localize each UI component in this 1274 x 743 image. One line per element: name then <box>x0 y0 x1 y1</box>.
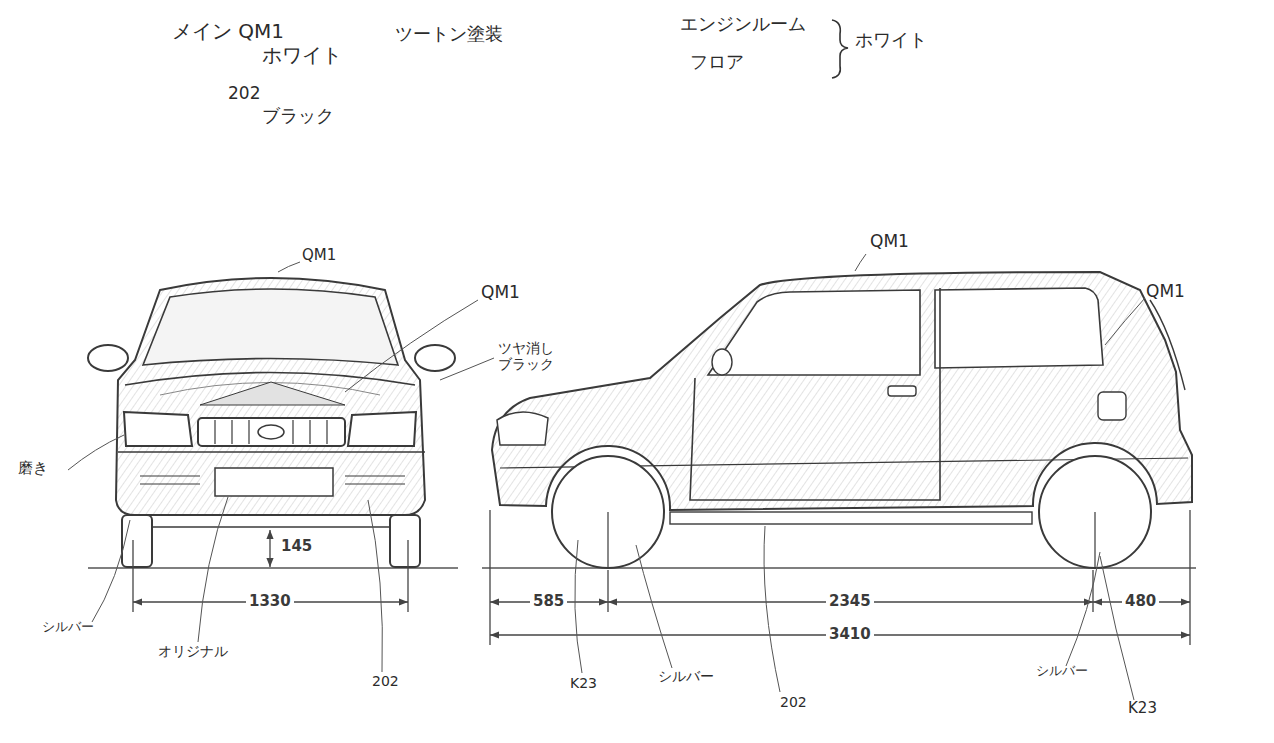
drawing-line <box>1094 512 1095 568</box>
handwritten-note: シルバー <box>42 620 94 635</box>
handwritten-note: 磨き <box>18 460 48 477</box>
drawing-path <box>935 288 1103 368</box>
drawing-path <box>200 382 345 405</box>
drawing-line <box>231 420 232 444</box>
drawing-rect <box>122 515 152 567</box>
drawing-path <box>143 289 398 365</box>
drawing-line <box>309 420 310 444</box>
drawing-path <box>575 540 582 673</box>
drawing-path <box>855 254 866 271</box>
side-view <box>492 272 1192 568</box>
drawing-line <box>607 570 608 612</box>
handwritten-note: QM1 <box>1146 282 1185 302</box>
drawing-path <box>118 451 425 453</box>
handwritten-note: エンジンルーム <box>680 14 806 35</box>
drawing-path <box>1066 552 1100 666</box>
handwritten-note: 202 <box>228 84 260 104</box>
handwritten-note: QM1 <box>481 283 520 303</box>
handwritten-note: K23 <box>570 675 597 691</box>
drawing-line <box>607 512 608 568</box>
drawing-path <box>278 262 300 272</box>
handwritten-note: ホワイト <box>855 30 927 51</box>
dimension-value: 2345 <box>826 593 874 610</box>
dimension-value: 1330 <box>246 593 294 610</box>
front-view <box>88 278 455 567</box>
drawing-path <box>764 526 780 692</box>
drawing-ellipse <box>415 345 455 371</box>
drawing-path <box>198 497 228 642</box>
handwritten-note: 202 <box>372 673 399 689</box>
handwritten-note: オリジナル <box>158 643 228 659</box>
drawing-line <box>292 420 293 444</box>
handwritten-note: メイン QM1 <box>172 20 284 43</box>
drawing-path <box>124 412 192 446</box>
handwritten-note: シルバー <box>1036 664 1088 679</box>
drawing-line <box>269 530 270 567</box>
drawing-ellipse <box>88 345 128 371</box>
drawing-rect <box>888 386 916 396</box>
handwritten-note: ツートン塗装 <box>395 24 503 45</box>
drawing-g <box>140 476 405 484</box>
handwritten-note: ホワイト <box>262 44 342 67</box>
drawing-line <box>326 420 327 444</box>
drawing-path <box>92 520 130 622</box>
drawing-rect <box>215 468 333 496</box>
handwritten-note: QM1 <box>870 232 909 252</box>
drawing-path <box>1150 300 1185 390</box>
drawing-line <box>140 483 200 484</box>
handwritten-note: フロア <box>690 52 744 73</box>
drawing-circle <box>552 456 664 568</box>
drawing-rect <box>198 418 345 446</box>
drawing-line <box>489 510 490 645</box>
note-bracket <box>832 20 848 78</box>
handwritten-note: ツヤ消し ブラック <box>498 340 560 372</box>
drawing-path <box>708 290 920 375</box>
dimension-value: 3410 <box>826 626 874 643</box>
drawing-path <box>636 545 672 668</box>
drawing-path <box>440 358 494 380</box>
drawing-line <box>248 420 249 444</box>
drawing-path <box>348 412 416 446</box>
drawing-path <box>690 288 940 500</box>
drawing-line <box>140 475 200 476</box>
drawing-ellipse <box>258 425 284 439</box>
drawing-g <box>215 420 327 444</box>
drawing-line <box>132 540 133 612</box>
dimension-value: 145 <box>278 538 315 555</box>
drawing-line <box>214 420 215 444</box>
handwritten-note: 202 <box>780 694 807 710</box>
drawing-path <box>68 435 124 470</box>
drawing-line <box>1189 510 1190 645</box>
drawing-path <box>345 300 478 392</box>
drawing-path <box>497 412 548 445</box>
drawing-rect <box>670 512 1032 524</box>
drawing-line <box>345 483 405 484</box>
dimension-value: 585 <box>530 593 567 610</box>
drawing-path <box>368 500 382 672</box>
dimension-lines <box>133 510 1190 645</box>
drawing-line <box>407 540 408 612</box>
drawing-path <box>1100 556 1134 700</box>
leader-lines <box>68 254 1145 700</box>
drawing-line <box>345 475 405 476</box>
handwritten-note: QM1 <box>302 247 336 264</box>
dimension-value: 480 <box>1122 593 1159 610</box>
drawing-path <box>1105 298 1145 345</box>
drawing-ellipse <box>712 349 732 375</box>
handwritten-note: シルバー <box>658 668 714 684</box>
drawing-circle <box>1039 456 1151 568</box>
handwritten-note: ブラック <box>262 106 334 127</box>
handwritten-note: K23 <box>1128 700 1157 717</box>
drawing-rect <box>1098 392 1126 420</box>
drawing-rect <box>390 515 420 567</box>
drawing-line <box>1092 570 1093 612</box>
drawing-line <box>152 526 390 527</box>
drawing-path <box>116 278 425 515</box>
